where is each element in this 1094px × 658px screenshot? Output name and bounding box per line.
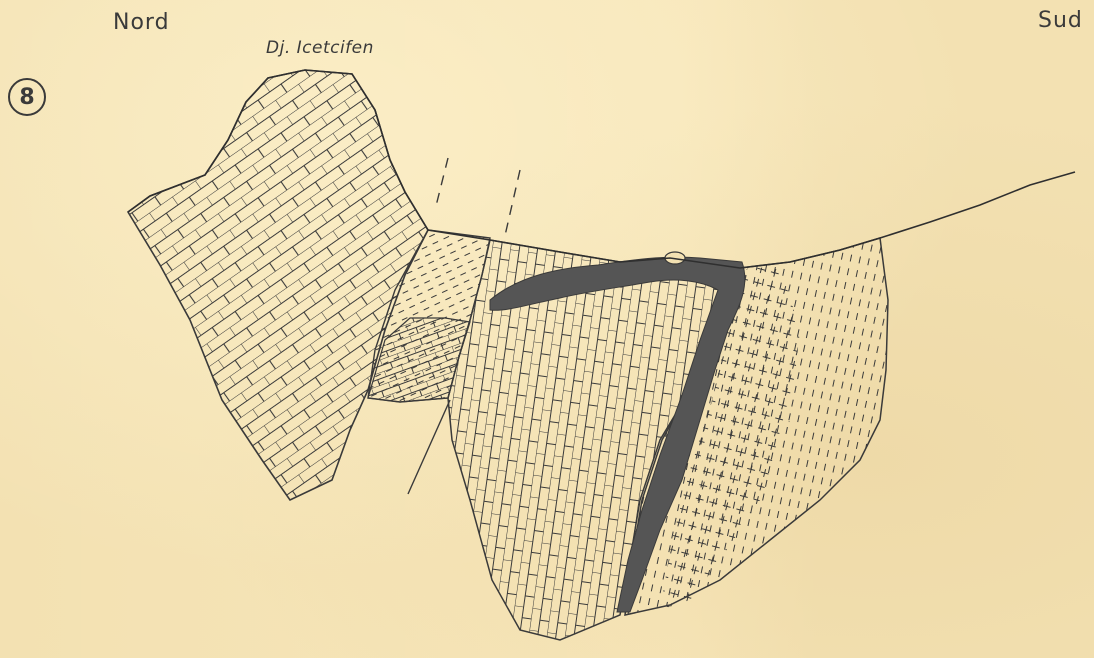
- fault-line-south: [504, 170, 520, 240]
- main-fault-plane: [408, 400, 450, 494]
- fault-line-north: [435, 158, 448, 210]
